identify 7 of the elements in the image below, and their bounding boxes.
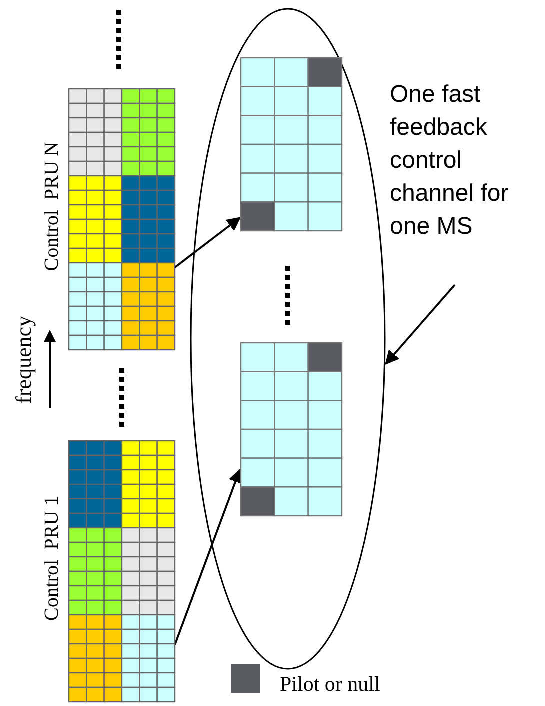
axis-label: frequency bbox=[10, 316, 37, 404]
legend-label: Pilot or null bbox=[280, 672, 380, 697]
arrow bbox=[385, 284, 456, 366]
grid-label: Control PRU 1 bbox=[40, 495, 64, 621]
grid-label: Control PRU N bbox=[40, 141, 64, 271]
arrow bbox=[174, 468, 242, 646]
callout-text: One fast feedback control channel for one MS bbox=[390, 80, 510, 242]
